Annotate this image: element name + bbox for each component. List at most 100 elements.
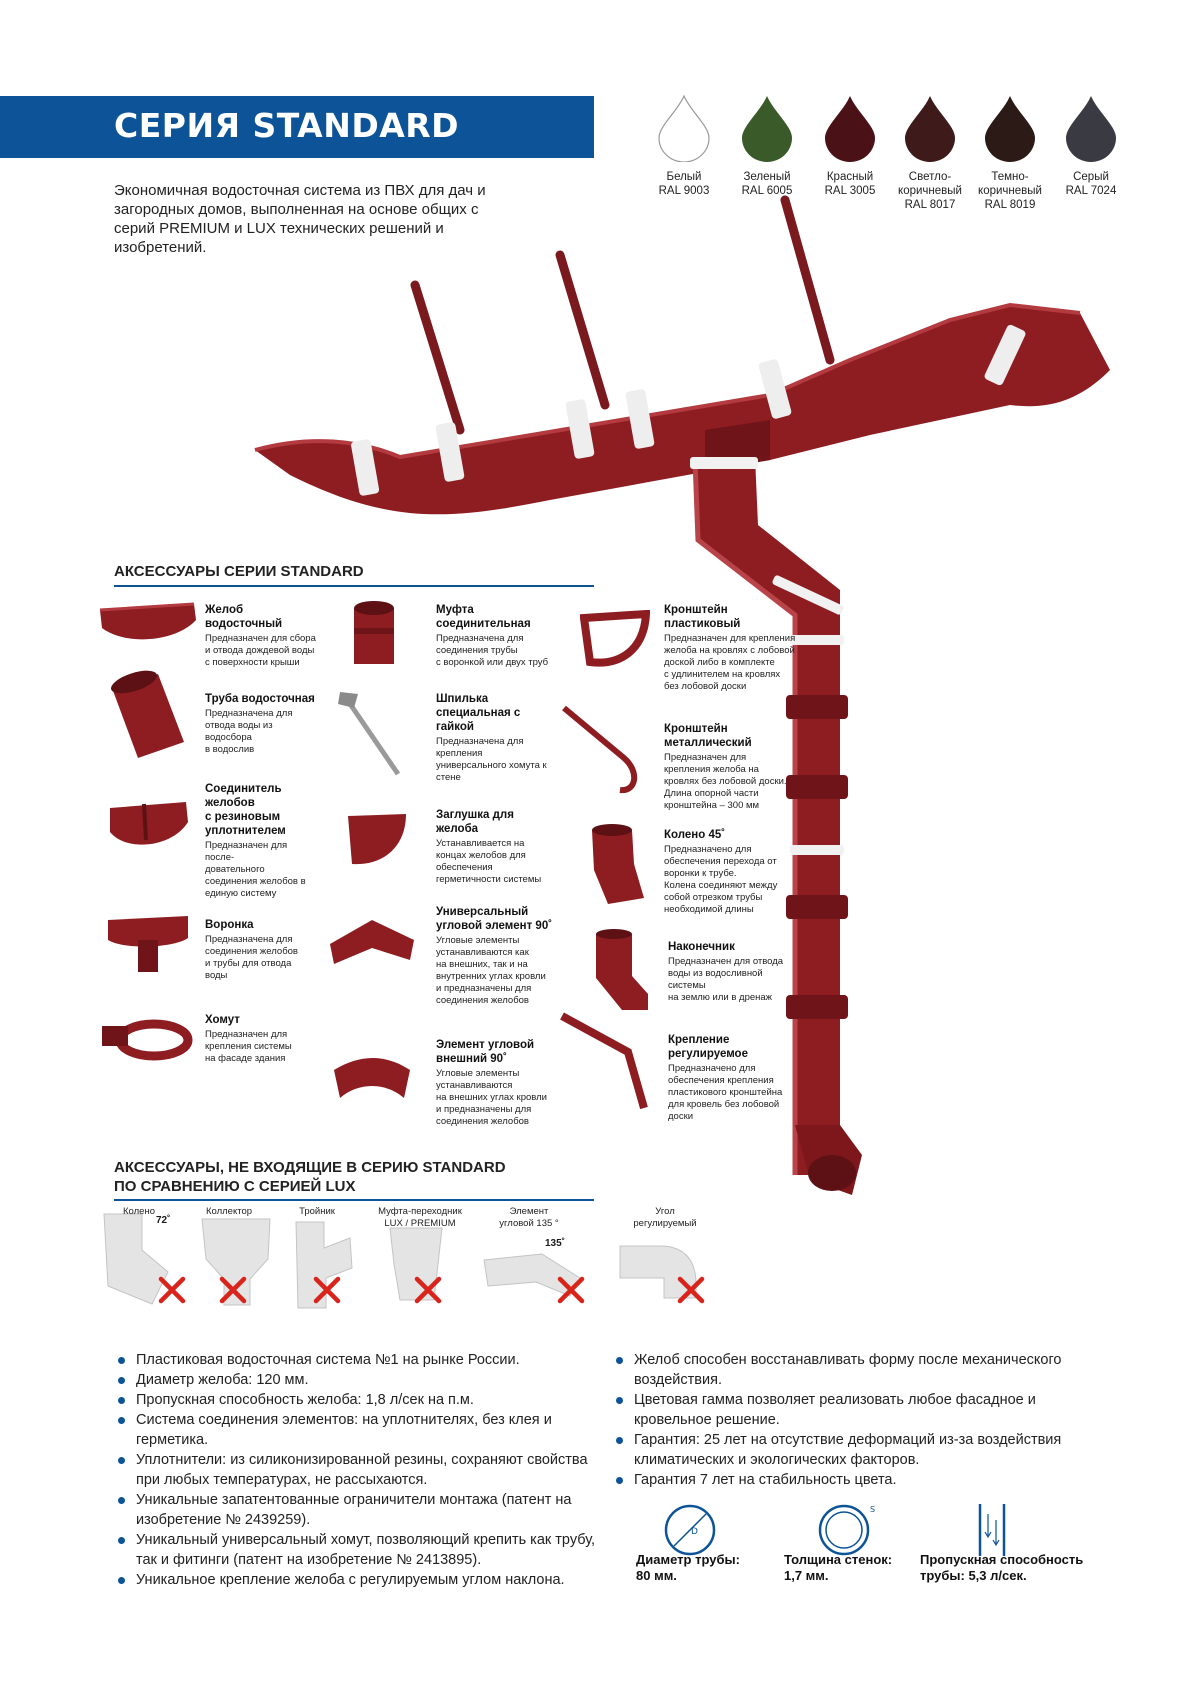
- not-included-label: Элемент угловой 135 °: [499, 1206, 559, 1229]
- spec-flow: Пропускная способность трубы: 5,3 л/сек.: [920, 1500, 1083, 1583]
- title-banner: [0, 96, 594, 158]
- not-included-label: Муфта-переходник LUX / PREMIUM: [378, 1206, 462, 1229]
- accessory-item: Кронштейн пластиковый Предназначен для к…: [664, 603, 814, 693]
- feature-item: Уникальный универсальный хомут, позволяю…: [114, 1530, 604, 1570]
- feature-item: Пропускная способность желоба: 1,8 л/сек…: [114, 1390, 604, 1410]
- adjustable-mount-icon: [560, 1012, 648, 1110]
- swatch-label: Темно- коричневый RAL 8019: [978, 171, 1042, 211]
- drop-icon: [905, 96, 955, 162]
- collector-icon: [201, 1218, 271, 1306]
- metal-bracket-icon: [562, 705, 637, 794]
- not-included-item: Элемент угловой 135 °: [484, 1206, 574, 1230]
- accessory-desc: Предназначен для сбора и отвода дождевой…: [205, 633, 316, 668]
- wall-thickness-icon: S: [818, 1504, 875, 1556]
- color-swatch: Темно- коричневый RAL 8019: [972, 94, 1048, 212]
- accessory-item: Хомут Предназначен для крепления системы…: [205, 1013, 335, 1065]
- swatch-label: Светло- коричневый RAL 8017: [898, 171, 962, 211]
- plastic-bracket-icon: [580, 610, 650, 667]
- angle-label: 135˚: [545, 1238, 566, 1249]
- accessory-desc: Предназначен для крепления желоба на кро…: [664, 633, 796, 692]
- swatch-label: Красный RAL 3005: [824, 171, 876, 197]
- accessory-desc: Предназначено для обеспечения перехода о…: [664, 844, 778, 915]
- feature-item: Гарантия 7 лет на стабильность цвета.: [612, 1470, 1092, 1490]
- funnel-icon: [108, 916, 188, 972]
- diameter-icon: D: [664, 1504, 716, 1556]
- feature-item: Диаметр желоба: 120 мм.: [114, 1370, 604, 1390]
- accessory-item: Элемент угловой внешний 90˚ Угловые элем…: [436, 1038, 571, 1128]
- accessory-item: Желоб водосточный Предназначен для сбора…: [205, 603, 335, 669]
- feature-item: Уплотнители: из силиконизированной резин…: [114, 1450, 604, 1490]
- feature-item: Уникальные запатентованные ограничители …: [114, 1490, 604, 1530]
- accessory-name: Соединитель желобов с резиновым уплотнит…: [205, 783, 286, 837]
- accessory-name: Крепление регулируемое: [668, 1034, 748, 1060]
- not-included-x-icon: [313, 1276, 341, 1304]
- not-included-x-icon: [677, 1276, 705, 1304]
- not-included-label: Коллектор: [205, 1206, 253, 1217]
- accessory-name: Кронштейн пластиковый: [664, 604, 741, 630]
- flow-icon: [978, 1504, 1006, 1556]
- accessory-desc: Устанавливается на концах желобов для об…: [436, 838, 542, 885]
- coupling-icon: [354, 601, 394, 664]
- not-included-item: Коллектор: [184, 1206, 274, 1218]
- spec-mark: S: [870, 1505, 875, 1514]
- accessory-item: Муфта соединительная Предназначена для с…: [436, 603, 566, 669]
- spec-wall-thickness: S Толщина стенок: 1,7 мм.: [784, 1500, 892, 1583]
- accessories-title: АКСЕССУАРЫ СЕРИИ STANDARD: [114, 563, 364, 580]
- intro-text: Экономичная водосточная система из ПВХ д…: [114, 182, 486, 256]
- accessory-item: Универсальный угловой элемент 90˚ Угловы…: [436, 905, 571, 1007]
- not-included-x-icon: [158, 1276, 186, 1304]
- accessory-item: Кронштейн металлический Предназначен для…: [664, 722, 814, 812]
- outer-corner-90-icon: [334, 1058, 410, 1098]
- outlet-icon: [596, 929, 648, 1010]
- color-swatch: Зеленый RAL 6005: [729, 94, 805, 198]
- accessory-desc: Предназначен для крепления желоба на кро…: [664, 752, 787, 811]
- accessory-item: Воронка Предназначена для соединения жел…: [205, 918, 335, 982]
- section-divider: [114, 585, 594, 587]
- spec-diameter: D Диаметр трубы: 80 мм.: [636, 1500, 740, 1583]
- swatch-label: Серый RAL 7024: [1065, 171, 1117, 197]
- accessory-name: Хомут: [205, 1014, 240, 1026]
- drop-icon: [742, 96, 792, 162]
- accessory-desc: Предназначена для соединения трубы с вор…: [436, 633, 549, 668]
- accessory-name: Универсальный угловой элемент 90˚: [436, 906, 553, 932]
- accessory-item: Колено 45˚ Предназначено для обеспечения…: [664, 828, 814, 916]
- accessory-item: Соединитель желобов с резиновым уплотнит…: [205, 782, 335, 900]
- accessory-name: Труба водосточная: [205, 693, 315, 705]
- pin-icon: [338, 692, 401, 776]
- gutter-system-illustration: [254, 195, 1110, 1195]
- drop-icon: [825, 96, 875, 162]
- clamp-icon: [102, 1019, 193, 1061]
- accessory-name: Заглушка для желоба: [436, 809, 514, 835]
- not-included-label: Угол регулируемый: [633, 1206, 697, 1229]
- spec-label: Толщина стенок: 1,7 мм.: [784, 1552, 893, 1583]
- drop-icon: [658, 94, 710, 162]
- swatch-label: Белый RAL 9003: [658, 171, 710, 197]
- color-swatch: Светло- коричневый RAL 8017: [892, 94, 968, 212]
- gutter-connector-icon: [110, 802, 188, 845]
- feature-item: Гарантия: 25 лет на отсутствие деформаци…: [612, 1430, 1092, 1470]
- feature-item: Желоб способен восстанавливать форму пос…: [612, 1350, 1092, 1390]
- elbow-45-icon: [592, 824, 644, 904]
- adjustable-corner-icon: [619, 1245, 697, 1299]
- features-list-right: Желоб способен восстанавливать форму пос…: [612, 1350, 1092, 1490]
- accessory-desc: Предназначено для обеспечения крепления …: [668, 1063, 783, 1122]
- accessory-desc: Предназначена для отвода воды из водосбо…: [205, 708, 293, 755]
- section-divider: [114, 1199, 594, 1201]
- not-included-x-icon: [557, 1276, 585, 1304]
- accessory-desc: Предназначена для крепления универсально…: [436, 736, 547, 783]
- accessory-desc: Предназначен для крепления системы на фа…: [205, 1029, 292, 1064]
- elbow-72-icon: [103, 1213, 169, 1305]
- accessory-desc: Угловые элементы устанавливаются на внеш…: [436, 1068, 547, 1127]
- accessory-item: Крепление регулируемое Предназначено для…: [668, 1033, 818, 1123]
- accessory-name: Желоб водосточный: [205, 604, 283, 630]
- not-included-item: Колено: [94, 1206, 184, 1218]
- feature-item: Пластиковая водосточная система №1 на ры…: [114, 1350, 604, 1370]
- accessory-name: Элемент угловой внешний 90˚: [436, 1039, 535, 1065]
- swatch-label: Зеленый RAL 6005: [741, 171, 793, 197]
- color-swatch: Красный RAL 3005: [812, 94, 888, 198]
- accessory-item: Шпилька специальная с гайкой Предназначе…: [436, 692, 571, 784]
- feature-item: Цветовая гамма позволяет реализовать люб…: [612, 1390, 1092, 1430]
- spec-mark: D: [691, 1527, 698, 1537]
- accessory-item: Наконечник Предназначен для отвода воды …: [668, 940, 818, 1004]
- accessory-item: Труба водосточная Предназначена для отво…: [205, 692, 335, 756]
